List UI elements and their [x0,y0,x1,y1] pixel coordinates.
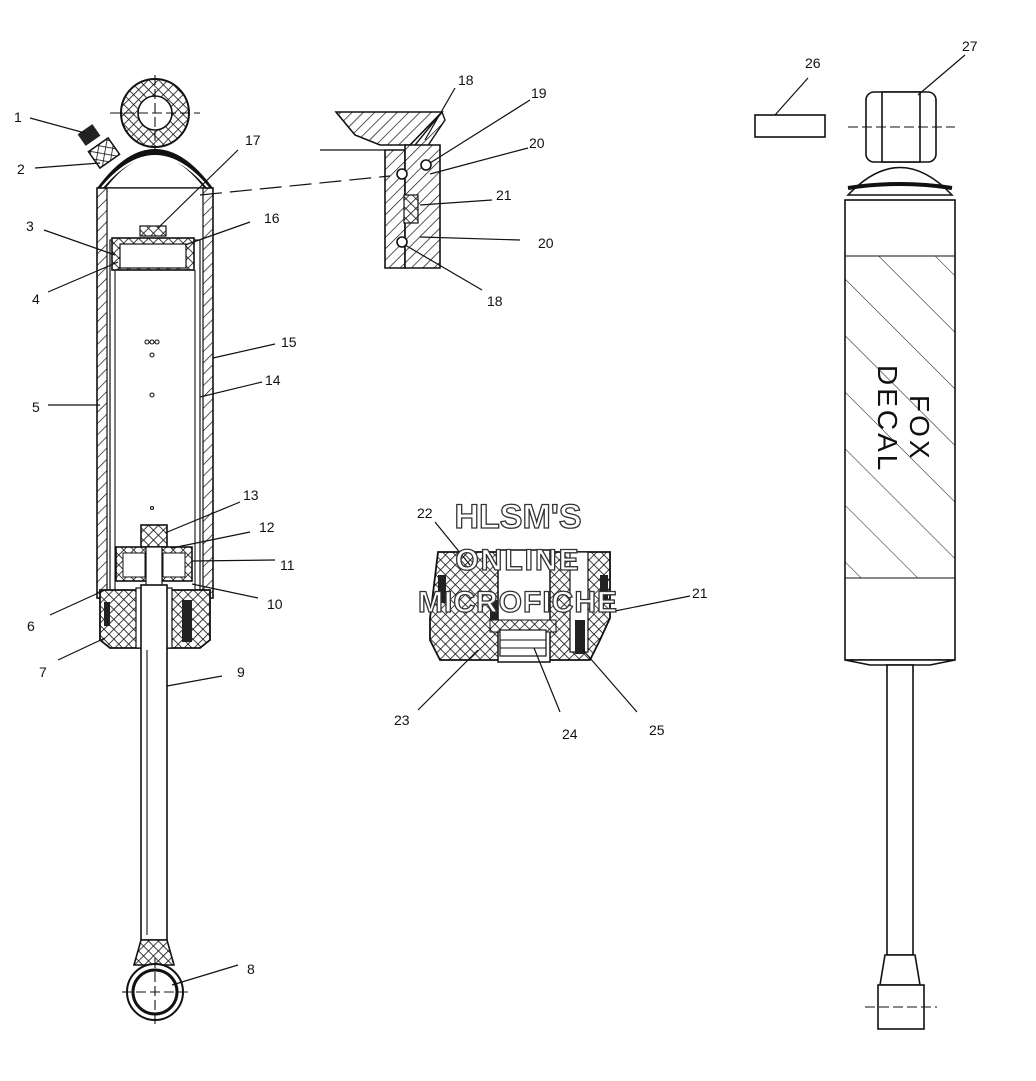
callout-16: 16 [264,210,280,226]
callout-8: 8 [247,961,255,977]
main-piston [115,546,193,588]
callout-14: 14 [265,372,281,388]
fox-decal [845,256,955,578]
piston-detail [429,549,611,663]
leader-lines [29,54,966,986]
callout-1: 1 [14,109,22,125]
callout-25: 25 [649,722,665,738]
watermark-line-3: MICROFICHE [418,586,618,619]
callout-20-bottom: 20 [538,235,554,251]
floating-piston [111,225,195,271]
cap-seal-detail [199,110,446,269]
callout-4: 4 [32,291,40,307]
decal-strip [754,114,826,138]
decal-lettering: FOX DECAL [872,365,935,473]
callout-26: 26 [805,55,821,71]
air-valve [77,124,121,170]
callout-18-bottom: 18 [487,293,503,309]
watermark: HLSM'S ONLINE MICROFICHE [417,497,618,619]
callout-11: 11 [280,557,295,573]
callout-12: 12 [259,519,275,535]
top-eye-bearing [110,75,200,150]
decal-line-2: DECAL [872,365,903,473]
exterior-shock [754,91,956,1030]
callout-22: 22 [417,505,433,521]
damper-shaft [140,584,168,941]
bottom-eye [122,939,188,1026]
callout-7: 7 [39,664,47,680]
callout-6: 6 [27,618,35,634]
callout-24: 24 [562,726,578,742]
callout-10: 10 [267,596,283,612]
bleed-holes [144,339,160,511]
callout-labels: 1 2 3 4 5 6 7 8 9 10 11 12 13 14 15 16 1… [14,38,978,977]
callout-18-top: 18 [458,72,474,88]
callout-27: 27 [962,38,978,54]
sectioned-shock-assembly [77,75,214,1026]
shaft [886,664,914,956]
callout-21-mid: 21 [692,585,708,601]
callout-20-top: 20 [529,135,545,151]
callout-15: 15 [281,334,297,350]
watermark-line-1: HLSM'S [454,498,581,536]
callout-13: 13 [243,487,259,503]
callout-9: 9 [237,664,245,680]
watermark-line-2: ONLINE [455,544,580,577]
shaft-nut [140,524,168,548]
reservoir-cap [97,149,213,193]
callout-17: 17 [245,132,261,148]
callout-19: 19 [531,85,547,101]
callout-21-top: 21 [496,187,512,203]
callout-5: 5 [32,399,40,415]
callout-3: 3 [26,218,34,234]
callout-2: 2 [17,161,25,177]
callout-23: 23 [394,712,410,728]
decal-line-1: FOX [904,395,935,462]
